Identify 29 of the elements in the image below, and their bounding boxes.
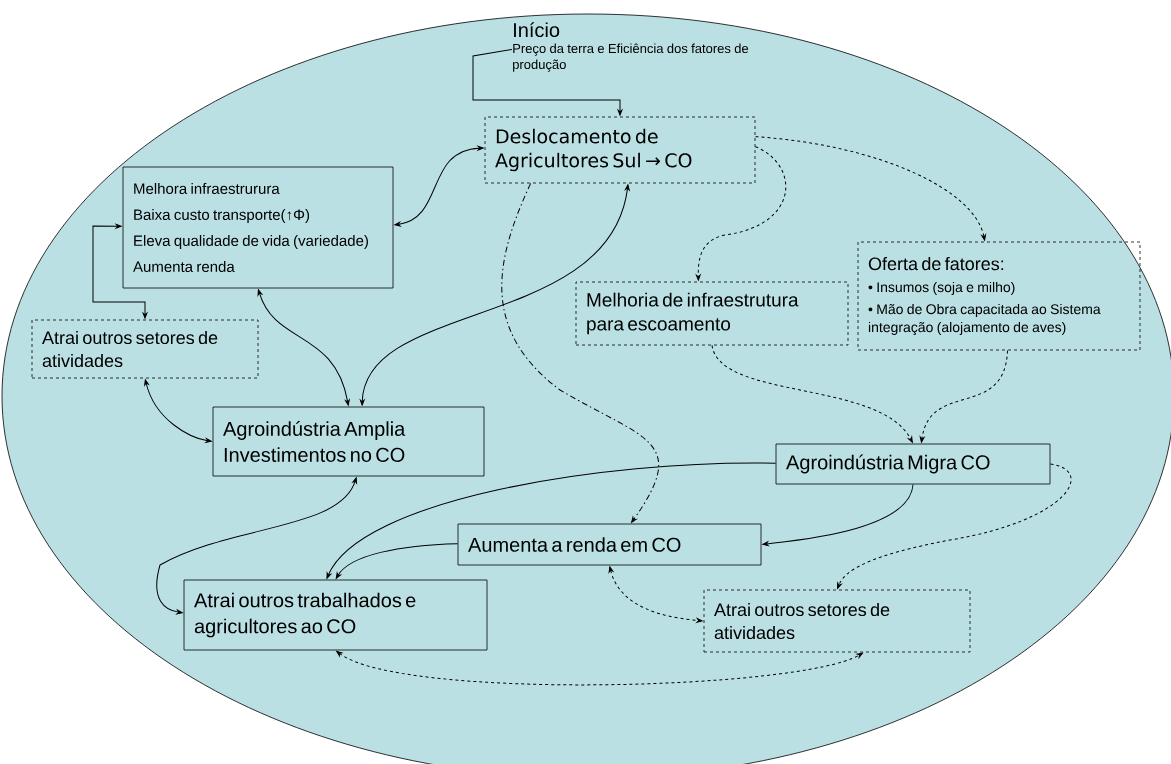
arrow xyxy=(472,48,623,116)
process-box: Agroindústria Amplia Investimentos no CO xyxy=(212,406,485,477)
arrow xyxy=(608,566,703,623)
arrow xyxy=(501,182,659,523)
arrow xyxy=(837,463,1072,589)
process-box: Atrai outros setores de atividades xyxy=(31,319,259,379)
process-box: Atrai outros setores de atividades xyxy=(703,589,971,653)
process-box: Atrai outros trabalhados e agricultores ao CO xyxy=(183,579,488,651)
arrow xyxy=(695,146,787,281)
process-box: Aumenta a renda em CO xyxy=(457,523,762,566)
arrow xyxy=(762,483,914,547)
process-box: Melhora infraestrurura Baixa custo transporte(↑Φ) Eleva qualidade de vida (variedade) Aumenta renda xyxy=(122,166,394,289)
process-box: Deslocamento de Agricultores Sul → CO xyxy=(484,116,756,184)
arrow xyxy=(359,184,630,406)
arrow xyxy=(92,223,148,319)
arrow xyxy=(336,650,863,686)
arrow xyxy=(335,543,459,579)
process-box: Melhoria de infraestrutura para escoamento xyxy=(575,281,849,346)
process-box: Agroindústria Migra CO xyxy=(775,443,1051,485)
start-text: Início Preço da terra e Eficiência dos fatores de produção xyxy=(513,22,749,72)
arrow xyxy=(394,145,484,227)
arrow xyxy=(144,379,212,443)
arrow xyxy=(754,136,986,241)
arrow xyxy=(156,477,358,615)
process-box: Oferta de fatores: • Insumos (soja e milho) • Mão de Obra capacitada ao Sistema integração (alojamento de aves) xyxy=(857,241,1141,351)
arrow xyxy=(711,344,913,443)
arrow xyxy=(257,289,350,406)
arrow xyxy=(326,462,777,579)
arrow xyxy=(919,349,1008,443)
